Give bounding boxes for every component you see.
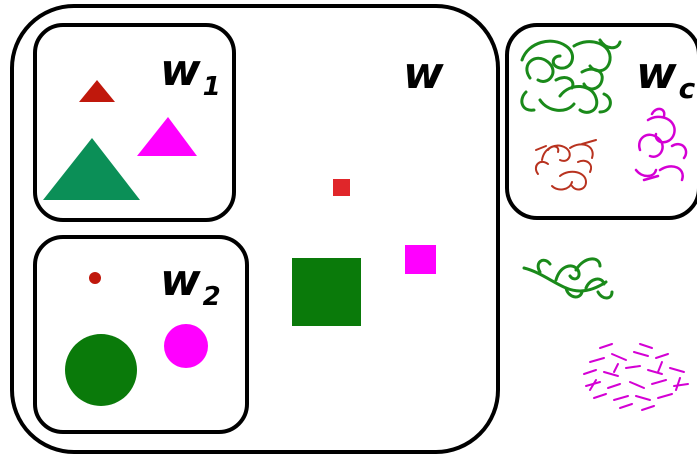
magenta-circle bbox=[164, 324, 208, 368]
small-red-square bbox=[333, 179, 350, 196]
magenta-triangle bbox=[137, 117, 197, 156]
small-red-circle bbox=[89, 272, 101, 284]
label-w: w bbox=[403, 48, 444, 99]
green-swirl-scribble bbox=[522, 40, 620, 112]
label-w2: w2 bbox=[160, 255, 221, 312]
label-wc: wc bbox=[636, 48, 696, 105]
small-red-triangle bbox=[79, 80, 115, 102]
magenta-swirl-scribble bbox=[636, 109, 686, 180]
large-green-triangle bbox=[43, 138, 140, 200]
large-green-square bbox=[292, 258, 361, 326]
green-curly-sprig bbox=[524, 259, 612, 298]
red-swirl-scribble bbox=[536, 140, 596, 189]
label-w1: w1 bbox=[160, 45, 221, 102]
large-green-circle bbox=[65, 334, 137, 406]
magenta-square bbox=[405, 245, 436, 274]
group-box-w2 bbox=[35, 237, 247, 432]
magenta-speckle-cloud bbox=[584, 344, 688, 410]
